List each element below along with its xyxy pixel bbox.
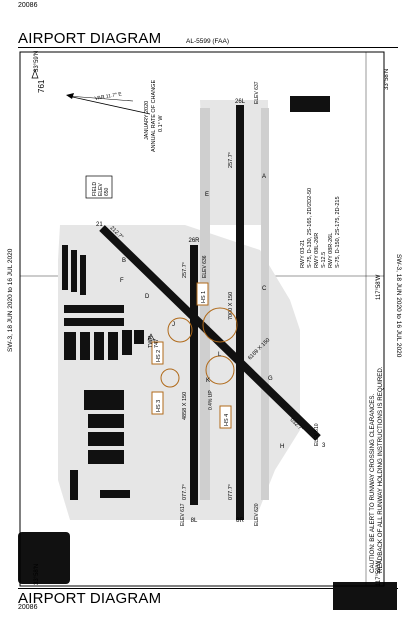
magvar-rate: 0.1° W — [158, 115, 164, 132]
tower-label: TWR — [148, 335, 154, 348]
strength-line-1: S-75, D-130, 2S-165, 2D/2D2-50 — [307, 188, 313, 268]
strength-title-2: RWY 08L-26R — [314, 233, 320, 268]
taxiway-h: H — [280, 444, 284, 450]
runway-3-21-pavement — [99, 225, 321, 441]
hdg-077-east: 077.7° — [228, 484, 234, 500]
hotspot-3: HS 3 — [156, 400, 162, 412]
field-elev-box — [85, 175, 113, 199]
rwy-8l-label: 8L — [191, 518, 198, 524]
redaction-block-right — [333, 582, 397, 610]
taxiway-k: K — [206, 378, 210, 384]
hotspot-areas — [160, 307, 238, 388]
lon-label-bottom: 117°59'W — [376, 560, 382, 586]
strength-title-3: RWY 08R-26L — [328, 233, 334, 268]
chart-id-top: 20086 — [18, 2, 38, 9]
hotspot-2: HS 2 — [156, 350, 162, 362]
runway-26l — [236, 105, 244, 520]
elev-8l: ELEV 617 — [180, 503, 186, 526]
true-north-arrow — [67, 95, 151, 115]
hotspot-box-1 — [196, 282, 209, 306]
page-title: AIRPORT DIAGRAM — [18, 30, 162, 47]
taxiway-b: B — [122, 258, 126, 264]
redaction-block-left — [18, 532, 70, 584]
lon-label-right: 117°58'W — [376, 274, 382, 300]
hdg-257-west: 257.7° — [182, 262, 188, 278]
rwy-21-label: 21 — [96, 222, 103, 228]
hotspot-box-3 — [151, 391, 164, 415]
obstacle-height: 761 — [37, 79, 46, 93]
magvar-value: VAR 11.7° E — [94, 91, 123, 102]
elev-8r: ELEV 620 — [254, 503, 260, 526]
runway-26r — [190, 245, 198, 505]
field-elev-value: 650 — [104, 187, 110, 196]
footer-title: AIRPORT DIAGRAM — [18, 590, 162, 607]
taxiway-labels: A B C D E F G H J K L — [120, 174, 284, 450]
field-elev-label-1: FIELD — [92, 181, 98, 196]
hotspot-4: HS 4 — [224, 414, 230, 426]
runway-slope: 0.4% UP — [208, 390, 214, 410]
strength-title-1: RWY 03-21 — [300, 240, 306, 268]
rwy-8r-label: 8R — [236, 518, 244, 524]
hotspot-1: HS 1 — [201, 291, 207, 303]
lat-label-bottom: 33°58'N — [34, 564, 40, 585]
magvar-date: JANUARY 2020 — [144, 101, 150, 140]
obstacle-icon — [31, 69, 39, 79]
hdg-257-east: 257.7° — [228, 152, 234, 168]
rwy-26r-label: 26R — [188, 238, 200, 244]
taxiway-l: L — [218, 352, 222, 358]
magnetic-north-arrow — [67, 95, 134, 102]
strength-line-2: S-12.5 — [321, 252, 327, 268]
taxiway-e: E — [205, 192, 209, 198]
hotspot-labels — [151, 282, 232, 429]
lat-label-top: 33°59'N — [34, 51, 40, 72]
hotspot-box-4 — [219, 405, 232, 429]
hotspot-box-2 — [151, 341, 164, 365]
runway-26r-8l — [190, 245, 198, 505]
header-rule — [18, 47, 398, 48]
dim-26l: 7000 X 150 — [228, 292, 234, 320]
taxiway-a: A — [262, 174, 266, 180]
terminal-buildings — [62, 96, 330, 500]
magvar-label: ANNUAL RATE OF CHANGE — [151, 80, 157, 152]
map-frame — [19, 51, 385, 587]
chart-reference: AL-5599 (FAA) — [186, 38, 229, 45]
taxiway-d: D — [145, 294, 150, 300]
runway-26l-8r — [236, 105, 244, 520]
tower-height: 747 — [154, 339, 160, 348]
taxiway-c: C — [262, 286, 267, 292]
taxiway-g: G — [268, 376, 273, 382]
lat-label-right: 33°58'N — [384, 69, 390, 90]
runway-strengths: RWY 03-21 S-75, D-130, 2S-165, 2D/2D2-50… — [300, 188, 341, 268]
elev-26l: ELEV 637 — [254, 81, 260, 104]
field-elev-label-2: ELEV — [98, 183, 104, 196]
dim-26r: 4858 X 150 — [182, 392, 188, 420]
elev-3: ELEV 610 — [314, 423, 320, 446]
runway-3-21 — [99, 225, 321, 441]
elev-26r: ELEV 636 — [202, 255, 208, 278]
rwy-26l-label: 26L — [235, 99, 246, 105]
footer-rule — [18, 588, 398, 589]
rwy-3-label: 3 — [322, 443, 326, 449]
taxiway-j: J — [172, 322, 175, 328]
hdg-077-west: 077.7° — [182, 484, 188, 500]
north-apron — [200, 100, 268, 225]
tower-icon — [147, 333, 155, 341]
strength-line-3: S-75, D-150, 2S-175, 2D-215 — [335, 196, 341, 268]
chart-id-bottom: 20086 — [18, 604, 38, 611]
taxiway-f: F — [120, 278, 124, 284]
